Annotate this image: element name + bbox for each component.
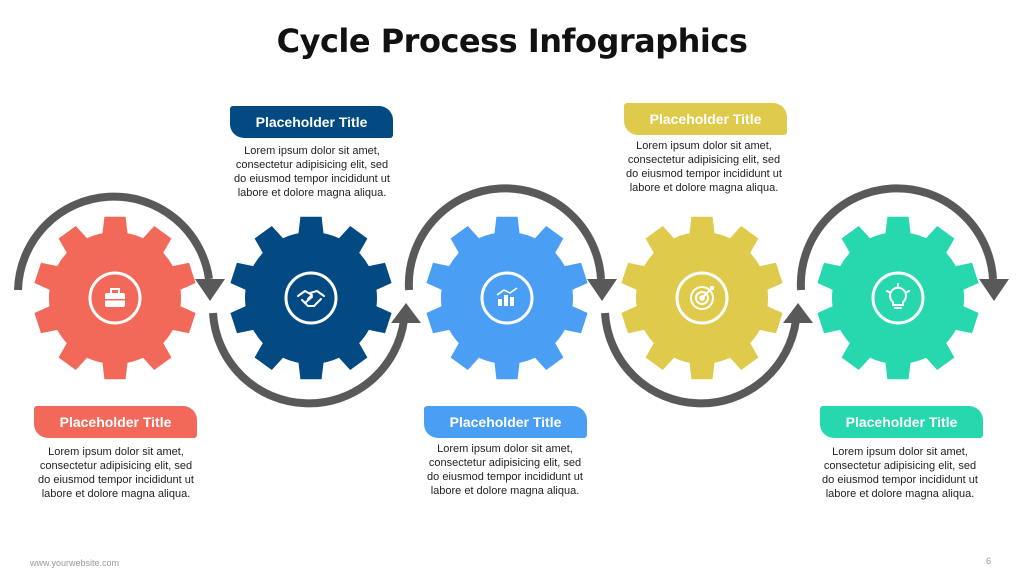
step-3-desc-line-4: labore et dolore magna aliqua.: [430, 485, 580, 497]
gear-1-icon-ring: [88, 271, 142, 325]
step-3-desc-line-3: do eiusmod tempor incididunt ut: [427, 471, 583, 483]
step-2-desc-line-3: do eiusmod tempor incididunt ut: [234, 173, 390, 185]
step-4-desc-line-2: consectetur adipisicing elit, sed: [627, 154, 781, 166]
page-title: Cycle Process Infographics: [276, 22, 748, 60]
arrow-arc-4: [601, 312, 800, 408]
step-3-desc-line-1: Lorem ipsum dolor sit amet,: [437, 443, 573, 455]
step-1-title: Placeholder Title: [59, 414, 172, 430]
step-5-title: Placeholder Title: [845, 414, 958, 430]
step-4-desc-line-3: do eiusmod tempor incididunt ut: [626, 168, 782, 180]
step-5-desc-line-3: do eiusmod tempor incididunt ut: [822, 474, 978, 486]
gear-5-shape: [817, 216, 979, 380]
gear-5: [817, 216, 979, 380]
arrow-arc-5: [796, 184, 997, 291]
step-3-description: Lorem ipsum dolor sit amet, consectetur …: [405, 442, 605, 498]
gear-3-icon-ring: [480, 271, 534, 325]
gear-5-icon-ring: [871, 271, 925, 325]
arrowhead-1: [195, 279, 225, 301]
step-1-desc-line-3: do eiusmod tempor incididunt ut: [38, 474, 194, 486]
gear-4: [621, 216, 783, 380]
gear-3: [426, 216, 588, 380]
step-2-title: Placeholder Title: [255, 114, 368, 130]
arrowhead-2: [391, 303, 421, 323]
connector-arrowheads: [195, 279, 1009, 323]
arrow-arc-3: [404, 184, 605, 291]
footer-website: www.yourwebsite.com: [30, 558, 120, 568]
gear-4-icon-ring: [675, 271, 729, 325]
step-3-title-tag: Placeholder Title: [424, 406, 587, 438]
step-2-title-tag: Placeholder Title: [230, 106, 393, 138]
step-5-desc-line-1: Lorem ipsum dolor sit amet,: [832, 446, 968, 458]
connector-arrows: [14, 184, 997, 408]
step-2-desc-line-4: labore et dolore magna aliqua.: [237, 187, 387, 199]
step-1-description: Lorem ipsum dolor sit amet, consectetur …: [16, 445, 216, 501]
gear-2-icon-ring: [284, 271, 338, 325]
arrow-arc-1: [14, 192, 213, 291]
step-4-desc-line-1: Lorem ipsum dolor sit amet,: [636, 140, 772, 152]
page-number: 6: [986, 556, 992, 566]
step-1-desc-line-1: Lorem ipsum dolor sit amet,: [48, 446, 184, 458]
target-icon: [690, 286, 714, 310]
gear-2: [230, 216, 392, 380]
arrowhead-3: [587, 279, 617, 301]
step-5-description: Lorem ipsum dolor sit amet, consectetur …: [800, 445, 1000, 501]
arrow-arc-2: [209, 312, 408, 408]
step-2-description: Lorem ipsum dolor sit amet, consectetur …: [212, 144, 412, 200]
lightbulb-icon: [886, 283, 910, 309]
step-5-title-tag: Placeholder Title: [820, 406, 983, 438]
handshake-icon: [297, 290, 325, 307]
step-5-desc-line-4: labore et dolore magna aliqua.: [825, 488, 975, 500]
step-3-title: Placeholder Title: [449, 414, 562, 430]
step-4-desc-line-4: labore et dolore magna aliqua.: [629, 182, 779, 194]
step-1-desc-line-4: labore et dolore magna aliqua.: [41, 488, 191, 500]
briefcase-icon: [105, 288, 125, 307]
step-4-description: Lorem ipsum dolor sit amet, consectetur …: [604, 139, 804, 195]
step-3-desc-line-2: consectetur adipisicing elit, sed: [428, 457, 582, 469]
step-5-desc-line-2: consectetur adipisicing elit, sed: [823, 460, 977, 472]
step-4-title: Placeholder Title: [649, 111, 762, 127]
gear-1: [34, 216, 196, 380]
bar-chart-icon: [496, 287, 518, 306]
step-2-desc-line-2: consectetur adipisicing elit, sed: [235, 159, 389, 171]
step-4-title-tag: Placeholder Title: [624, 103, 787, 135]
arrowhead-5: [979, 279, 1009, 301]
step-1-title-tag: Placeholder Title: [34, 406, 197, 438]
step-2-desc-line-1: Lorem ipsum dolor sit amet,: [244, 145, 380, 157]
arrowhead-4: [783, 303, 813, 323]
step-1-desc-line-2: consectetur adipisicing elit, sed: [39, 460, 193, 472]
